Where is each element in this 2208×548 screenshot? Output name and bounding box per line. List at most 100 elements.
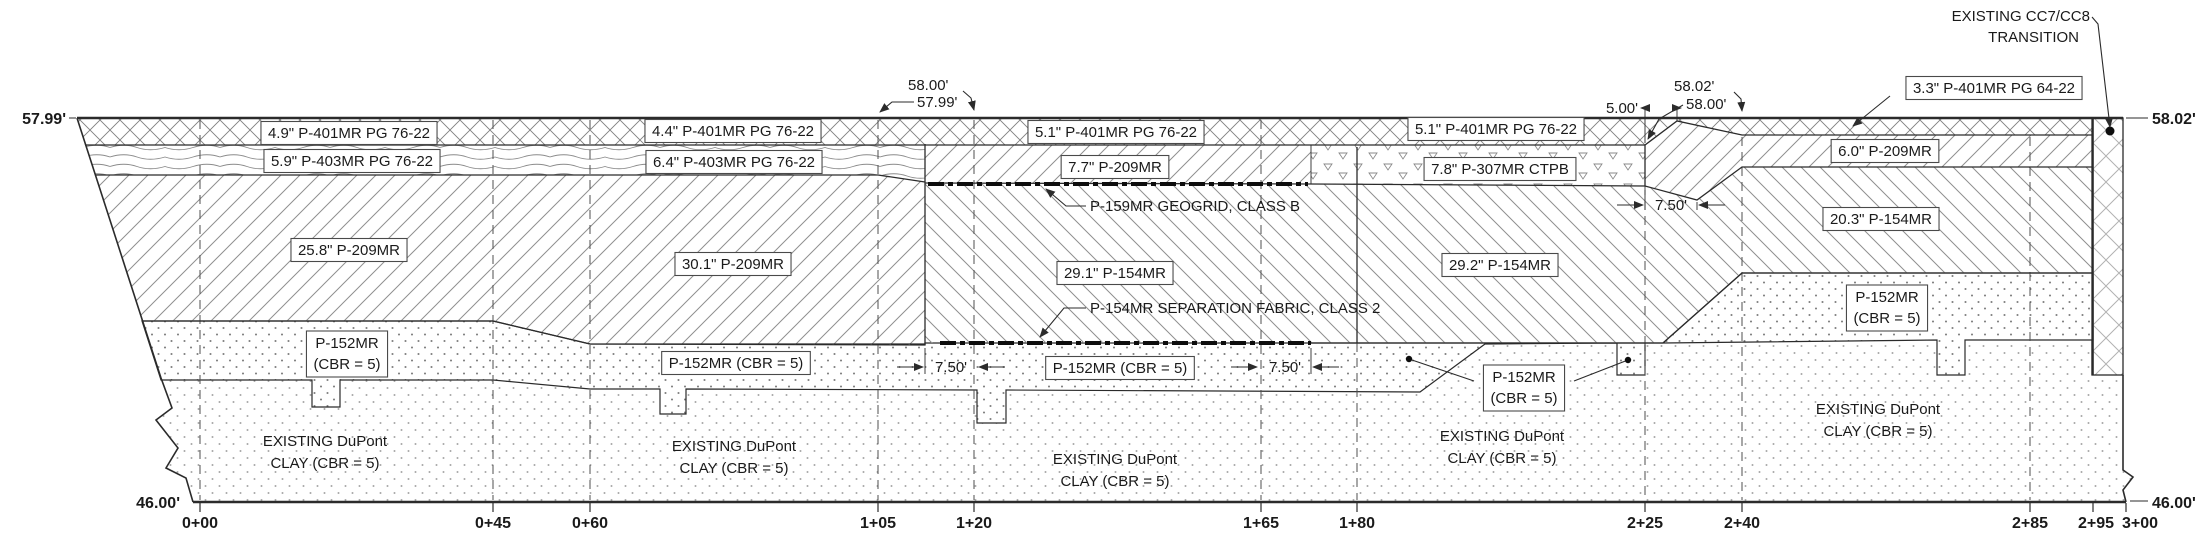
cc-transition-line1: EXISTING CC7/CC8 bbox=[1952, 8, 2090, 25]
cc-transition-line2: TRANSITION bbox=[1988, 29, 2079, 46]
elev-bottom-left: 46.00' bbox=[136, 495, 180, 512]
clay-label-line1: EXISTING DuPont bbox=[672, 438, 797, 455]
layer-label-text: 7.8" P-307MR CTPB bbox=[1431, 161, 1569, 178]
label-25-8-p209: 25.8" P-209MR bbox=[290, 237, 408, 263]
label-box bbox=[305, 330, 389, 378]
label-box bbox=[1060, 154, 1170, 180]
layer-line-base-top-mid bbox=[924, 166, 2093, 201]
clay-label-line2: CLAY (CBR = 5) bbox=[1447, 450, 1556, 467]
clay-label-line1: EXISTING DuPont bbox=[263, 433, 388, 450]
station-label: 0+00 bbox=[182, 515, 218, 532]
layer-label-text: 6.0" P-209MR bbox=[1838, 143, 1932, 160]
label-4-4-p401: 4.4" P-401MR PG 76-22 bbox=[644, 118, 822, 144]
left-slope-edge bbox=[76, 117, 194, 503]
label-box bbox=[674, 251, 792, 277]
label-29-2-p154: 29.2" P-154MR bbox=[1441, 252, 1559, 278]
label-box bbox=[1407, 116, 1585, 142]
label-box bbox=[1056, 260, 1174, 286]
elev-top-right: 58.02' bbox=[2152, 111, 2196, 128]
clay-label-line2: CLAY (CBR = 5) bbox=[1060, 473, 1169, 490]
region-p209-base bbox=[95, 175, 925, 345]
fabric-leader bbox=[1039, 307, 1086, 338]
cc-transition-leader bbox=[2091, 16, 2113, 128]
leader-dot bbox=[1405, 355, 1413, 363]
label-box bbox=[661, 350, 811, 376]
clay-label-line2: CLAY (CBR = 5) bbox=[270, 455, 379, 472]
p152-leader-left bbox=[1408, 358, 1475, 382]
label-box bbox=[645, 149, 823, 175]
label-box bbox=[1822, 206, 1940, 232]
label-30-1-p209: 30.1" P-209MR bbox=[674, 251, 792, 277]
elev-bottom-right: 46.00' bbox=[2152, 495, 2196, 512]
layer-label-text: 4.4" P-401MR PG 76-22 bbox=[652, 123, 814, 140]
layer-label-text: 4.9" P-401MR PG 76-22 bbox=[268, 125, 430, 142]
labels: 4.9" P-401MR PG 76-22 5.9" P-403MR PG 76-… bbox=[22, 8, 2196, 532]
layer-label-text: 29.1" P-154MR bbox=[1064, 265, 1166, 282]
clay-label-line2: CLAY (CBR = 5) bbox=[679, 460, 788, 477]
label-box bbox=[1441, 252, 1559, 278]
layer-line-base-bottom-right bbox=[1311, 272, 2093, 344]
station-label: 2+25 bbox=[1627, 515, 1663, 532]
label-5-1-p401-b: 5.1" P-401MR PG 76-22 bbox=[1407, 116, 1585, 142]
layer-label-text: 20.3" P-154MR bbox=[1830, 211, 1932, 228]
station-label: 1+20 bbox=[956, 515, 992, 532]
layer-label-text: 6.4" P-403MR PG 76-22 bbox=[653, 154, 815, 171]
layer-label-text: 5.1" P-401MR PG 76-22 bbox=[1415, 121, 1577, 138]
p401-3-3-leader bbox=[1852, 95, 1891, 127]
dim-text-5-00: 5.00' bbox=[1606, 100, 1638, 117]
label-box bbox=[1905, 75, 2083, 101]
station-label: 0+60 bbox=[572, 515, 608, 532]
station-label: 2+95 bbox=[2078, 515, 2114, 532]
label-4-9-p401: 4.9" P-401MR PG 76-22 bbox=[260, 120, 438, 146]
station-label: 0+45 bbox=[475, 515, 511, 532]
station-label: 1+65 bbox=[1243, 515, 1279, 532]
station-label: 2+85 bbox=[2012, 515, 2048, 532]
layer-label-text: (CBR = 5) bbox=[1490, 390, 1557, 407]
layer-label-text: 25.8" P-209MR bbox=[298, 242, 400, 259]
geogrid-callout: P-159MR GEOGRID, CLASS B bbox=[1090, 198, 1300, 215]
label-6-0-p209: 6.0" P-209MR bbox=[1830, 138, 1940, 164]
layer-label-text: 29.2" P-154MR bbox=[1449, 257, 1551, 274]
label-7-7-p209: 7.7" P-209MR bbox=[1060, 154, 1170, 180]
label-6-4-p403: 6.4" P-403MR PG 76-22 bbox=[645, 149, 823, 175]
layer-label-text: 30.1" P-209MR bbox=[682, 256, 784, 273]
label-box bbox=[1027, 119, 1205, 145]
label-p152-inline-a: P-152MR (CBR = 5) bbox=[661, 350, 811, 376]
geogrid-leader bbox=[1045, 188, 1086, 207]
station-label: 3+00 bbox=[2122, 515, 2158, 532]
label-20-3-p154: 20.3" P-154MR bbox=[1822, 206, 1940, 232]
label-p152-box-left: P-152MR (CBR = 5) bbox=[305, 330, 389, 378]
layer-label-text: P-152MR bbox=[315, 335, 379, 352]
layer-label-text: (CBR = 5) bbox=[1853, 310, 1920, 327]
label-box bbox=[1045, 355, 1195, 381]
label-box bbox=[644, 118, 822, 144]
layer-label-text: (CBR = 5) bbox=[313, 356, 380, 373]
clay-label-line2: CLAY (CBR = 5) bbox=[1823, 423, 1932, 440]
callout-58-02-right-leader bbox=[1733, 91, 1746, 112]
callout-57-99-mid: 57.99' bbox=[917, 94, 958, 111]
label-5-9-p403: 5.9" P-403MR PG 76-22 bbox=[263, 148, 441, 174]
layer-label-text: 5.1" P-401MR PG 76-22 bbox=[1035, 124, 1197, 141]
label-p152-inline-b: P-152MR (CBR = 5) bbox=[1045, 355, 1195, 381]
layer-label-text: 5.9" P-403MR PG 76-22 bbox=[271, 153, 433, 170]
layer-label-text: P-152MR (CBR = 5) bbox=[1053, 360, 1188, 377]
annotations bbox=[199, 16, 2127, 512]
p152-leader-right bbox=[1573, 359, 1629, 382]
layer-label-text: 3.3" P-401MR PG 64-22 bbox=[1913, 80, 2075, 97]
layer-label-text: P-152MR bbox=[1855, 289, 1919, 306]
callout-58-00-mid: 58.00' bbox=[908, 77, 949, 94]
label-box bbox=[260, 120, 438, 146]
dim-text-7-50: 7.50' bbox=[1269, 359, 1301, 376]
dim-text-7-50: 7.50' bbox=[1655, 197, 1687, 214]
region-clay bbox=[156, 340, 2133, 502]
region-cc-transition-column bbox=[2091, 117, 2124, 376]
label-box bbox=[1845, 284, 1929, 332]
layer-label-text: 7.7" P-209MR bbox=[1068, 159, 1162, 176]
station-label: 2+40 bbox=[1724, 515, 1760, 532]
callout-58-00-right: 58.00' bbox=[1686, 96, 1727, 113]
label-p152-box-mid: P-152MR(CBR = 5) bbox=[1482, 364, 1566, 412]
callout-58-02-right: 58.02' bbox=[1674, 78, 1715, 95]
station-label: 1+80 bbox=[1339, 515, 1375, 532]
